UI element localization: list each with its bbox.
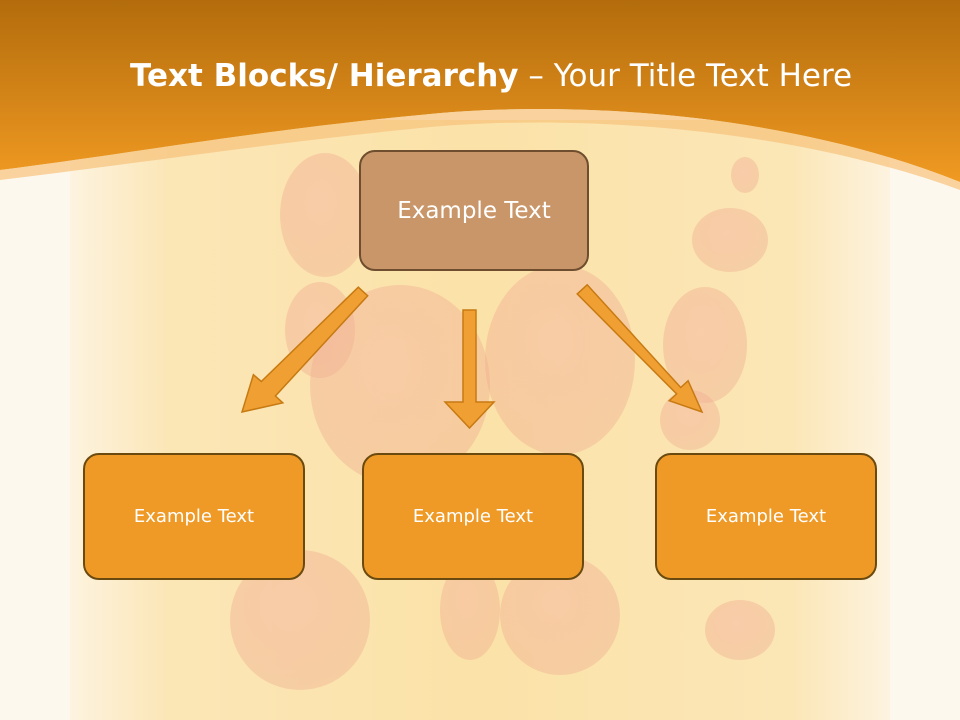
child-label-middle: Example Text [412, 506, 534, 527]
header-swoosh [0, 109, 960, 190]
title-rest: Your Title Text Here [553, 58, 853, 94]
title-bold-part: Text Blocks/ Hierarchy [130, 58, 519, 94]
hierarchy-child-box-middle: Example Text [362, 453, 584, 580]
header-band [0, 0, 960, 182]
root-label: Example Text [397, 197, 551, 224]
title-separator: – [518, 58, 554, 94]
child-label-right: Example Text [705, 506, 827, 527]
hierarchy-root-box: Example Text [359, 150, 589, 271]
child-label-left: Example Text [133, 506, 255, 527]
slide-title: Text Blocks/ Hierarchy – Your Title Text… [130, 52, 930, 100]
hierarchy-child-box-right: Example Text [655, 453, 877, 580]
hierarchy-child-box-left: Example Text [83, 453, 305, 580]
